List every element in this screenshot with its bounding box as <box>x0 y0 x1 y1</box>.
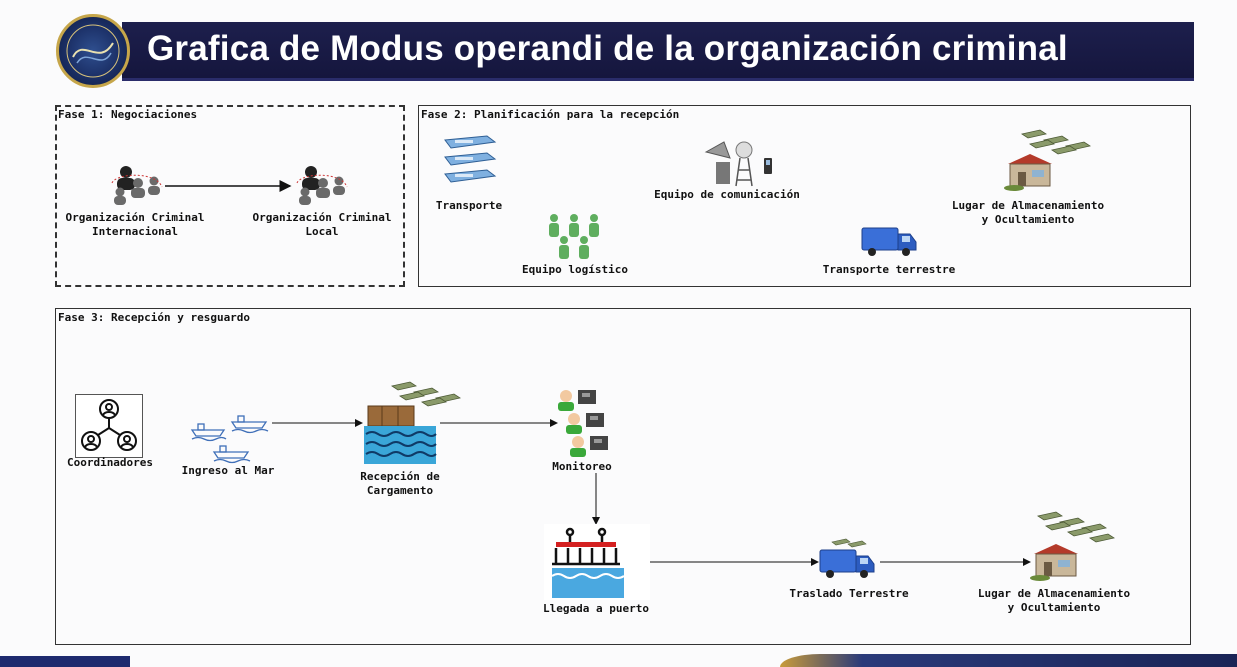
node-comm-equipment-label: Equipo de comunicación <box>654 188 800 201</box>
radio-operators-icon <box>558 390 608 457</box>
phase1-panel <box>55 105 405 287</box>
truck-icon <box>861 227 917 256</box>
node-transport-label: Transporte <box>435 199 503 212</box>
criminal-group-icon <box>111 166 163 205</box>
cargo-on-water-icon <box>364 381 462 464</box>
seal-graphic <box>66 24 120 78</box>
node-port-arrival-label: Llegada a puerto <box>543 602 649 615</box>
page-title: Grafica de Modus operandi de la organiza… <box>147 29 1068 68</box>
node-land-transfer-label: Traslado Terrestre <box>789 587 909 600</box>
footer-decoration <box>780 654 1237 667</box>
phase2-title: Fase 2: Planificación para la recepción <box>421 108 680 121</box>
team-icon <box>549 214 599 259</box>
institution-seal-icon <box>56 14 130 88</box>
truck-icon <box>819 538 875 578</box>
coordinators-icon <box>75 394 143 458</box>
communication-equipment-icon <box>704 141 772 187</box>
node-coordinators-label: Coordinadores <box>66 456 154 469</box>
port-icon <box>544 524 650 600</box>
phase3-panel <box>55 308 1191 645</box>
phase1-title: Fase 1: Negociaciones <box>58 108 198 121</box>
footer-logo-strip <box>0 656 130 667</box>
title-bar <box>122 22 1194 81</box>
warehouse-icon <box>1030 511 1116 581</box>
warehouse-icon <box>1004 129 1092 191</box>
ships-icon <box>190 415 269 464</box>
criminal-group-icon <box>296 166 348 205</box>
boats-icon <box>444 135 497 183</box>
coordinators-graphic <box>81 399 137 451</box>
phase3-title: Fase 3: Recepción y resguardo <box>58 311 251 324</box>
node-land-transport-label: Transporte terrestre <box>822 263 956 276</box>
node-monitoring-label: Monitoreo <box>552 460 612 473</box>
phase2-panel <box>418 105 1191 287</box>
node-logistics-label: Equipo logístico <box>522 263 628 276</box>
node-sea-entry-label: Ingreso al Mar <box>181 464 275 477</box>
